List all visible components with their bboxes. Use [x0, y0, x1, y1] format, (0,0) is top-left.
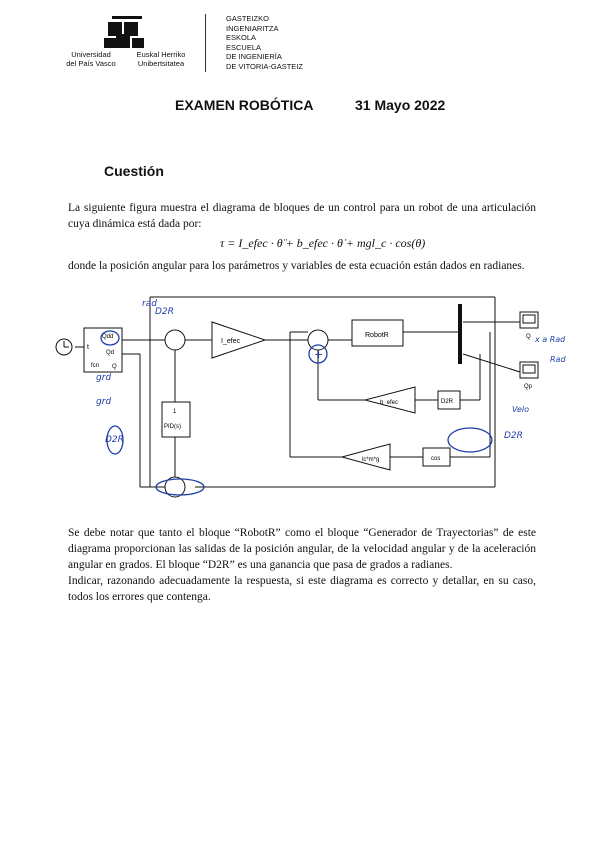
- hw-circle-qdd: [100, 330, 120, 346]
- hw-rad: rad: [142, 299, 157, 309]
- paragraph-question: Indicar, razonando adecuadamente la resp…: [68, 575, 536, 603]
- uni-es-line1: Universidad: [71, 50, 111, 59]
- scope-q-label: Q: [526, 334, 531, 340]
- hw-deg2: grd: [96, 397, 111, 407]
- bus-selector: [458, 304, 462, 364]
- university-name-es: Universidad del País Vasco: [56, 50, 126, 68]
- exam-date: 31 Mayo 2022: [355, 97, 446, 113]
- hw-d2r-right: D2R: [504, 431, 523, 441]
- university-name-eu: Euskal Herriko Unibertsitatea: [126, 50, 196, 68]
- hw-right2: Rad: [550, 355, 566, 364]
- pid-label: PID(s): [164, 424, 181, 430]
- gain-inertia-label: I_efec: [221, 338, 241, 345]
- paragraph-notes: Se debe notar que tanto el bloque “Robot…: [68, 527, 536, 571]
- gain-friction-label: b_efec: [380, 400, 398, 406]
- section-title: Cuestión: [104, 163, 164, 179]
- cos-label: cos: [431, 456, 440, 462]
- paragraph-intro: La siguiente figura muestra el diagrama …: [68, 202, 536, 230]
- pid-block: [161, 401, 191, 438]
- scope-qp-label: Qp: [524, 384, 533, 390]
- traj-output-qd: Qd: [106, 350, 114, 356]
- hw-circle-sum3: [155, 478, 205, 496]
- scope-qp-block: [519, 361, 539, 379]
- gain-gravity-label: lc*m*g: [362, 457, 379, 463]
- robot-block: [351, 319, 404, 347]
- gain-inertia-block: [211, 321, 267, 359]
- pid-top-label: 1: [173, 409, 177, 415]
- d2r-block: [437, 390, 461, 410]
- hw-plus: +: [314, 348, 323, 361]
- hw-deg: grd: [96, 373, 111, 383]
- cos-block: [422, 447, 451, 467]
- sum-block-3: [164, 476, 186, 498]
- school-name: GASTEIZKO INGENIARITZA ESKOLA ESCUELA DE…: [226, 14, 303, 71]
- hw-right1: x a Rad: [534, 335, 566, 344]
- hw-scribble: [447, 427, 493, 453]
- uni-es-line2: del País Vasco: [66, 59, 116, 68]
- clock-icon: [55, 338, 73, 356]
- hw-d2r-left: D2R: [105, 435, 124, 445]
- scope-q-block: [519, 311, 539, 329]
- block-diagram: t Qdd Qd Q fcn I_efec RobotR Q Qp b_efec…: [55, 296, 566, 498]
- hw-right3: Velo: [512, 405, 529, 414]
- dynamics-equation: τ = I_efec · θ̈ + b_efec · θ̇ + mgl_c · …: [220, 236, 426, 250]
- traj-function-name: fcn: [91, 363, 99, 369]
- gain-friction-block: [363, 386, 416, 414]
- traj-output-q: Q: [112, 364, 117, 370]
- traj-input-label: t: [87, 344, 89, 351]
- hw-bracket-left: [106, 425, 124, 455]
- header-divider: [205, 14, 206, 72]
- uni-eu-line2: Unibertsitatea: [137, 59, 185, 68]
- uni-eu-line1: Euskal Herriko: [136, 50, 186, 59]
- robot-label: RobotR: [365, 332, 389, 339]
- university-logo: [104, 16, 144, 48]
- paragraph-units: donde la posición angular para los parám…: [68, 260, 525, 272]
- traj-output-qdd: Qdd: [102, 334, 113, 340]
- d2r-label: D2R: [441, 399, 454, 405]
- hw-circle-plus: [308, 344, 328, 364]
- sum-block-1: [164, 329, 186, 351]
- sum-block-2: [307, 329, 329, 351]
- hw-d2r-top: D2R: [155, 307, 174, 317]
- exam-title: EXAMEN ROBÓTICA: [175, 97, 314, 113]
- gain-gravity-block: [340, 443, 391, 471]
- trajectory-generator-block: [83, 327, 123, 373]
